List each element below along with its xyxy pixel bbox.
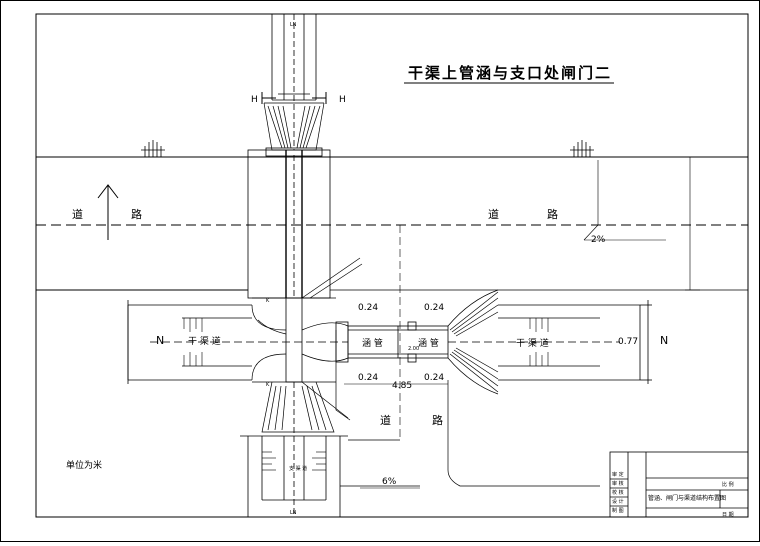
road-label-left-1: 道 [72, 207, 83, 221]
slope-label-6pct: 6% [382, 477, 397, 487]
left-transition [251, 304, 287, 381]
section-mark-n [127, 300, 652, 384]
section-label-ln-bottom: LN [290, 510, 297, 516]
dim-024-tl: 0.24 [358, 303, 378, 313]
grass-hatch-right [570, 140, 594, 157]
flow-label-left: 干 渠 道 [188, 335, 221, 347]
dim-024-tr: 0.24 [424, 303, 444, 313]
dim-024-bl: 0.24 [358, 373, 378, 383]
tb-scale: 比 例 [722, 481, 734, 488]
node-connectors [301, 257, 363, 421]
pipe-label-1: 涵 管 [362, 337, 383, 349]
road-width-dimension [685, 156, 748, 291]
slope-label-2pct: 2% [591, 235, 606, 245]
dim-485: 4.85 [392, 381, 412, 391]
culvert-box [247, 147, 331, 299]
tb-drawing-name: 管涵、闸门与渠道结构布置图 [648, 494, 726, 502]
road-label-right-2: 路 [547, 208, 558, 221]
section-label-k-top: K [266, 298, 270, 304]
title-block [609, 451, 749, 518]
main-canal-upper [271, 14, 317, 150]
road-label-lower-2: 路 [432, 414, 443, 427]
section-label-h-left: H [251, 95, 258, 105]
road-label-left-2: 路 [131, 208, 142, 221]
section-label-ln-top: LN [290, 22, 297, 28]
lower-canal-hatch [262, 451, 326, 471]
section-label-n-left: N [156, 334, 164, 347]
canal-right-hatch [529, 318, 549, 366]
inner-border [35, 13, 749, 518]
section-label-h-right: H [339, 95, 346, 105]
pipe-label-2: 涵 管 [418, 337, 439, 349]
tb-row-1: 审 定 [612, 471, 624, 478]
section-label-n-right: N [660, 334, 668, 347]
canal-right [448, 304, 641, 381]
right-wing-walls [447, 289, 499, 395]
lower-wing-walls [261, 381, 335, 433]
drawing-title: 干渠上管涵与支口处闸门二 [408, 64, 612, 82]
canal-left-hatch [183, 318, 203, 366]
north-arrow-icon [97, 184, 119, 240]
intersection-node [252, 297, 336, 383]
tb-row-3: 校 核 [612, 489, 624, 496]
tb-row-5: 制 图 [612, 507, 624, 514]
tb-row-4: 设 计 [612, 498, 624, 505]
dim-077: 0.77 [618, 337, 638, 347]
section-label-k-bottom: K [266, 382, 270, 388]
road-label-lower-1: 道 [380, 413, 391, 427]
tb-row-2: 审 核 [612, 480, 624, 487]
slope-indicator [583, 160, 666, 241]
unit-note: 单位为米 [66, 459, 102, 471]
lower-road-edges [340, 380, 600, 487]
road-label-right-1: 道 [488, 207, 499, 221]
dim-200: 2.00 [408, 346, 419, 352]
grass-hatch-left [141, 140, 165, 157]
tb-date: 日 期 [722, 512, 734, 518]
flow-label-right: 干 渠 道 [516, 337, 549, 349]
flow-label-lower: 支 渠 道 [289, 465, 307, 472]
section-mark-h [261, 92, 327, 104]
dim-024-br: 0.24 [424, 373, 444, 383]
main-canal-lower [240, 382, 348, 517]
